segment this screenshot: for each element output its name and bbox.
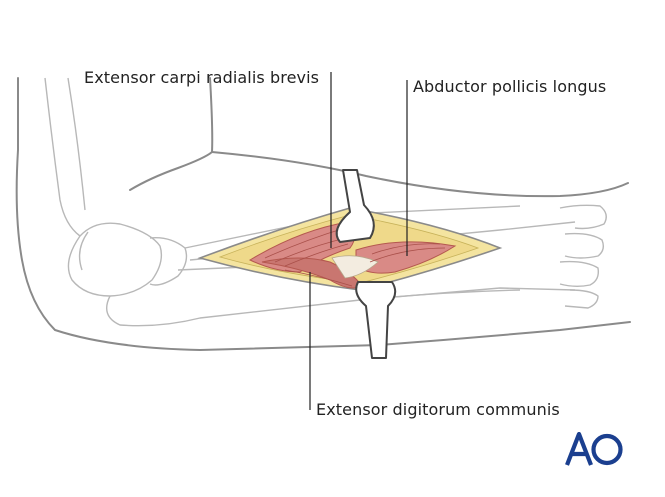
surgical-exposure (197, 207, 503, 291)
label-extensor-carpi-radialis-brevis: Extensor carpi radialis brevis (84, 68, 320, 87)
ao-logo (565, 432, 623, 466)
leader-lines (309, 72, 408, 410)
retractors (335, 169, 397, 359)
arm-outline (15, 77, 631, 351)
label-extensor-digitorum-communis: Extensor digitorum communis (316, 400, 560, 419)
bones (44, 77, 607, 327)
label-abductor-pollicis-longus: Abductor pollicis longus (413, 77, 607, 96)
